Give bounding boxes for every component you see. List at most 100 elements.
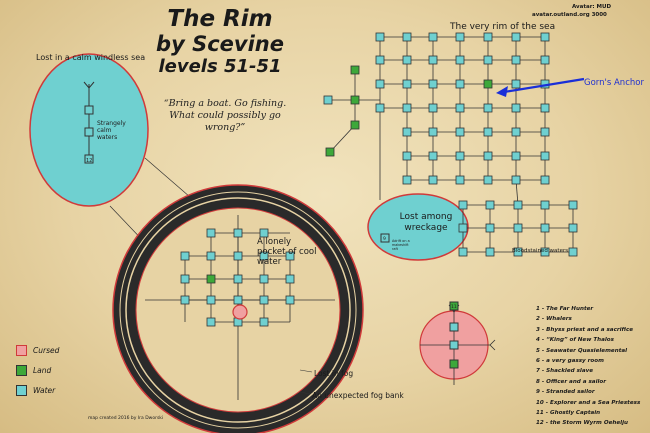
room-12-label: 12 xyxy=(86,158,92,164)
water-room xyxy=(455,175,465,185)
water-room xyxy=(402,79,412,89)
region-label-fog: Lost in fog xyxy=(314,369,354,378)
strangely-calm-text1: Strangely xyxy=(97,120,126,127)
water-room xyxy=(285,295,295,305)
water-room xyxy=(455,32,465,42)
water-room xyxy=(511,127,521,137)
land-room xyxy=(350,95,360,105)
key-item: 6 - a very gassy room xyxy=(536,358,604,365)
legend-swatch-cursed xyxy=(16,345,27,356)
water-room xyxy=(455,151,465,161)
water-room xyxy=(375,55,385,65)
water-room xyxy=(285,274,295,284)
water-room xyxy=(483,127,493,137)
water-room xyxy=(513,223,523,233)
key-item: 2 - Whalers xyxy=(536,316,572,323)
water-room xyxy=(402,127,412,137)
water-room xyxy=(233,295,243,305)
water-room xyxy=(483,175,493,185)
water-room xyxy=(540,127,550,137)
legend-swatch-water xyxy=(16,385,27,396)
legend-item-land: Land xyxy=(16,365,51,376)
game-url: avatar.outland.org 3000 xyxy=(532,12,607,18)
cursed-center xyxy=(232,304,248,320)
water-room xyxy=(540,151,550,161)
key-item: 10 - Explorer and a Sea Priestess xyxy=(536,399,641,406)
region-label-bloodstained: Bloodstained waters xyxy=(512,248,569,254)
water-room xyxy=(513,200,523,210)
water-room xyxy=(180,274,190,284)
water-room xyxy=(511,103,521,113)
water-room xyxy=(485,200,495,210)
key-item: 9 - Stranded sailor xyxy=(536,389,595,396)
room-wreck xyxy=(380,233,390,243)
water-room xyxy=(540,175,550,185)
legend-label-water: Water xyxy=(33,386,56,395)
water-room xyxy=(483,55,493,65)
water-room xyxy=(259,274,269,284)
room-calm-2 xyxy=(84,127,94,137)
water-room xyxy=(375,79,385,89)
water-room xyxy=(206,295,216,305)
map-levels: levels 51-51 xyxy=(158,56,282,77)
water-room xyxy=(485,223,495,233)
water-room xyxy=(180,295,190,305)
water-room xyxy=(540,223,550,233)
water-room xyxy=(206,228,216,238)
water-room xyxy=(428,103,438,113)
water-room xyxy=(259,228,269,238)
water-room xyxy=(511,79,521,89)
key-item: 4 - “King” of New Thalos xyxy=(536,337,614,344)
water-room xyxy=(455,79,465,89)
water-room xyxy=(402,175,412,185)
legend-item-water: Water xyxy=(16,385,55,396)
monster-key-list: 1 - The Far Hunter 2 - Whalers 3 - Bhyss… xyxy=(536,304,640,429)
key-item: 1 - The Far Hunter xyxy=(536,306,594,312)
water-room xyxy=(511,175,521,185)
water-room xyxy=(428,79,438,89)
water-room xyxy=(285,251,295,261)
strangely-calm-text3: waters xyxy=(97,134,117,141)
water-room xyxy=(206,317,216,327)
svg-text:raft: raft xyxy=(392,247,399,251)
water-room xyxy=(483,151,493,161)
water-room xyxy=(233,251,243,261)
region-label-rim: The very rim of the sea xyxy=(450,22,556,32)
water-room xyxy=(458,200,468,210)
water-room xyxy=(513,247,523,257)
legend-label-cursed: Cursed xyxy=(33,346,60,355)
water-room xyxy=(568,247,578,257)
anchor-arrow xyxy=(503,77,585,94)
map-author: by Scevine xyxy=(156,32,284,56)
game-name: Avatar: MUD xyxy=(572,4,612,10)
water-room xyxy=(259,295,269,305)
land-room xyxy=(206,274,216,284)
key-item: 12 - the Storm Wyrm Oehelju xyxy=(536,420,628,427)
water-room xyxy=(428,32,438,42)
map-credits: map created 2016 by Ira Dworski xyxy=(88,416,164,421)
legend-label-land: Land xyxy=(33,366,52,375)
key-item: 8 - Officer and a sailor xyxy=(536,378,607,385)
water-room xyxy=(458,223,468,233)
key-item: 3 - Bhyss priest and a sacrifice xyxy=(536,326,634,333)
water-room xyxy=(402,32,412,42)
svg-text:Adrift on a: Adrift on a xyxy=(392,239,410,243)
wreckage-region xyxy=(367,193,469,261)
water-room xyxy=(511,32,521,42)
region-label-pocket: A lonely pocket of cool water xyxy=(257,237,317,267)
water-room xyxy=(402,151,412,161)
water-room xyxy=(259,251,269,261)
water-room xyxy=(375,32,385,42)
svg-text:9: 9 xyxy=(383,236,386,242)
land-room xyxy=(350,65,360,75)
legend-swatch-land xyxy=(16,365,27,376)
water-room xyxy=(402,103,412,113)
region-label-anchor: Gorn's Anchor xyxy=(584,78,644,88)
water-room xyxy=(511,55,521,65)
room-calm-12 xyxy=(84,154,94,164)
water-room xyxy=(511,151,521,161)
map-title: The Rim xyxy=(167,6,273,32)
region-label-sea: Lost in a calm windless sea xyxy=(36,53,146,62)
land-room xyxy=(350,120,360,130)
